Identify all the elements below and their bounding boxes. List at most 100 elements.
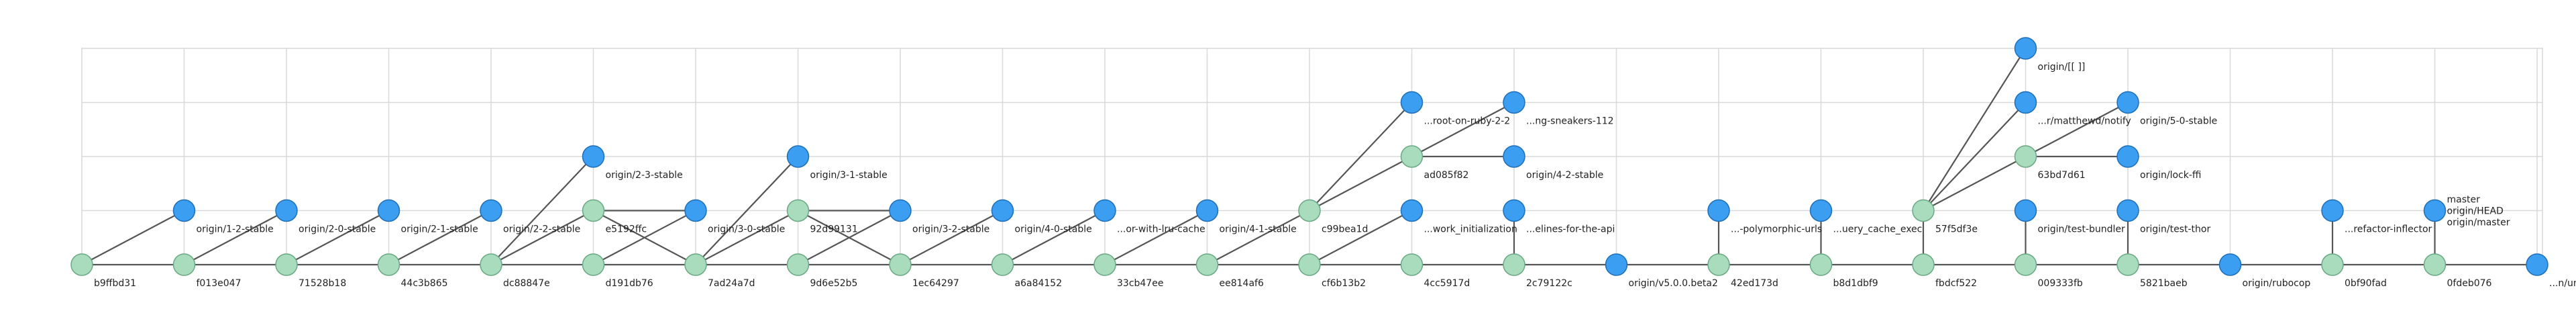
branch-tip-node-t32[interactable] [889,199,912,222]
commit-node-33cb47ee[interactable] [1093,253,1116,276]
commit-node-71528b18[interactable] [275,253,298,276]
label-5821baeb: 5821baeb [2140,278,2188,289]
edge-57f5df3e-63bd7d61 [1923,156,2027,212]
commit-node-42ed173d[interactable] [1707,253,1730,276]
branch-tip-node-t21[interactable] [377,199,400,222]
branch-tip-node-t22[interactable] [480,199,502,222]
branch-tip-node-workinit[interactable] [1400,199,1424,222]
label-workinit: ...work_initialization [1424,224,1517,235]
label-ee814af6: ee814af6 [1220,278,1264,289]
branch-tip-node-t40[interactable] [991,199,1014,222]
label-rubocop: origin/rubocop [2243,278,2311,289]
branch-tip-node-testbundler[interactable] [2014,199,2037,222]
commit-node-c99bea1d[interactable] [1298,199,1321,222]
branch-tip-node-t20[interactable] [275,199,298,222]
label-line: ...uery_cache_exec [1833,224,1923,235]
commit-node-ee814af6[interactable] [1195,253,1219,276]
branch-tip-node-t23[interactable] [582,145,605,168]
branch-tip-node-rootruby[interactable] [1400,91,1424,114]
commit-node-44c3b865[interactable] [377,253,400,276]
nodes [70,37,2548,276]
commit-node-e5192ffc[interactable] [582,199,605,222]
label-line: 42ed173d [1731,278,1778,289]
label-2c79122c: 2c79122c [1526,278,1572,289]
commit-node-b9ffbd31[interactable] [70,253,93,276]
commit-node-cf6b13b2[interactable] [1298,253,1321,276]
branch-tip-node-t42[interactable] [1503,145,1525,168]
branch-tip-node-t41[interactable] [1195,199,1219,222]
label-t31: origin/3-1-stable [810,170,888,181]
commit-node-fbdcf522[interactable] [1912,253,1935,276]
commit-node-dc88847e[interactable] [480,253,502,276]
label-line: origin/4-2-stable [1526,170,1603,181]
edge-7ad24a7d-t31 [695,156,799,265]
commit-node-9d6e52b5[interactable] [786,253,810,276]
label-sneakers: ...ng-sneakers-112 [1526,116,1614,127]
commit-node-a6a84152[interactable] [991,253,1014,276]
branch-tip-node-sneakers[interactable] [1503,91,1525,114]
edge-44c3b865-t22 [388,210,492,265]
branch-tip-node-v5beta2[interactable] [1605,253,1628,276]
branch-tip-node-rubocop[interactable] [2218,253,2242,276]
label-line: 009333fb [2038,278,2083,289]
label-line: d191db76 [606,278,653,289]
branch-tip-node-master[interactable] [2423,199,2447,222]
branch-tip-node-notify[interactable] [2014,91,2037,114]
edge-1ec64297-t40 [900,210,1004,265]
label-unlockmin: ...n/unlock-minitest [2549,278,2576,289]
branch-tip-node-queryexec[interactable] [1809,199,1833,222]
commit-node-57f5df3e[interactable] [1912,199,1935,222]
branch-tip-node-lockffi[interactable] [2116,145,2139,168]
label-t12: origin/1-2-stable [197,224,274,235]
branch-tip-node-t31[interactable] [786,145,810,168]
label-line: 1ec64297 [912,278,959,289]
label-line: origin/2-0-stable [299,224,376,235]
label-line: origin/3-0-stable [708,224,785,235]
commit-node-b8d1dbf9[interactable] [1809,253,1833,276]
label-line: dc88847e [503,278,550,289]
edge-b9ffbd31-t12 [81,210,185,265]
label-line: f013e047 [197,278,241,289]
commit-node-009333fb[interactable] [2014,253,2037,276]
branch-tip-node-tip_top[interactable] [2014,37,2037,60]
label-line: c99bea1d [1322,224,1368,235]
commit-node-f013e047[interactable] [172,253,196,276]
commit-node-0bf90fad[interactable] [2321,253,2344,276]
label-line: 44c3b865 [401,278,448,289]
branch-tip-node-t30[interactable] [684,199,707,222]
label-t20: origin/2-0-stable [299,224,376,235]
commit-node-7ad24a7d[interactable] [684,253,707,276]
label-line: 4cc5917d [1424,278,1470,289]
label-0bf90fad: 0bf90fad [2345,278,2387,289]
branch-tip-node-unlockmin[interactable] [2526,253,2548,276]
commit-node-5821baeb[interactable] [2116,253,2139,276]
commit-node-4cc5917d[interactable] [1400,253,1424,276]
label-a6a84152: a6a84152 [1015,278,1063,289]
label-line: ...-polymorphic-urls [1731,224,1822,235]
label-line: cf6b13b2 [1322,278,1366,289]
edge-ee814af6-c99bea1d [1206,210,1310,265]
label-line: b8d1dbf9 [1833,278,1878,289]
commit-node-d191db76[interactable] [582,253,605,276]
branch-tip-node-t50[interactable] [2116,91,2139,114]
label-line: origin/3-2-stable [912,224,989,235]
label-refactor: ...refactor-inflector [2345,224,2432,235]
label-71528b18: 71528b18 [299,278,346,289]
commit-node-ad085f82[interactable] [1400,145,1424,168]
commit-node-0fdeb076[interactable] [2423,253,2447,276]
branch-tip-node-refactor[interactable] [2321,199,2344,222]
commit-node-1ec64297[interactable] [889,253,912,276]
label-line: ...ng-sneakers-112 [1526,116,1614,127]
label-line: origin/4-1-stable [1220,224,1297,235]
label-rootruby: ...root-on-ruby-2-2 [1424,116,1511,127]
branch-tip-node-testthor[interactable] [2116,199,2139,222]
branch-tip-node-api[interactable] [1503,199,1525,222]
commit-node-2c79122c[interactable] [1503,253,1525,276]
branch-tip-node-poly[interactable] [1707,199,1730,222]
label-line: origin/2-2-stable [503,224,580,235]
commit-node-92d99131[interactable] [786,199,810,222]
commit-node-63bd7d61[interactable] [2014,145,2037,168]
branch-tip-node-t12[interactable] [172,199,196,222]
branch-tip-node-lru[interactable] [1093,199,1116,222]
label-line: ...elines-for-the-api [1526,224,1615,235]
